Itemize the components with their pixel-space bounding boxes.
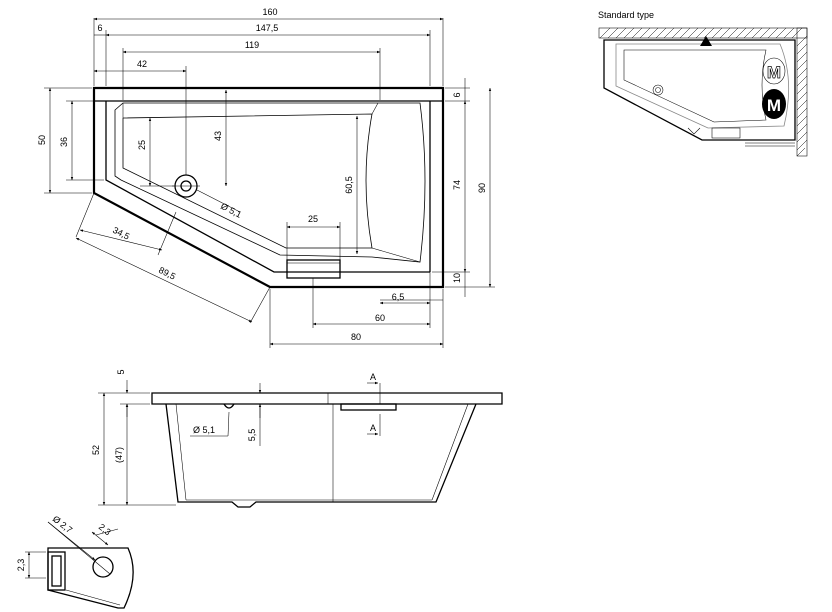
installed-tub xyxy=(603,39,796,141)
svg-text:M: M xyxy=(767,96,781,115)
dim-rim-top: 6 xyxy=(452,92,462,97)
dim-detail-height: 2,3 xyxy=(16,559,26,572)
dim-basin-length: 119 xyxy=(245,40,259,50)
dim-side-drain-diameter: Ø 5,1 xyxy=(193,425,215,435)
dim-drain-x: 42 xyxy=(137,59,147,69)
dim-inner-length: 147,5 xyxy=(256,23,279,33)
dim-total-length: 160 xyxy=(262,7,277,17)
dim-width-left: 50 xyxy=(37,135,47,145)
dim-inner-width: 74 xyxy=(452,180,462,190)
dim-detail-diameter: Ø 2,7 xyxy=(51,514,75,535)
dim-bottom-total: 80 xyxy=(351,332,361,342)
standard-type-label: Standard type xyxy=(598,10,654,20)
overflow-panel xyxy=(286,259,341,279)
dim-side-drain-offset: 5,5 xyxy=(247,429,257,442)
detail-section xyxy=(47,547,134,609)
standard-type-view: Standard type xyxy=(598,10,808,157)
wall-hatch xyxy=(598,27,808,157)
dim-right-offset: 6,5 xyxy=(392,292,405,302)
svg-text:M: M xyxy=(767,63,781,82)
m-logo-filled-icon: M xyxy=(762,89,786,119)
dim-bottom-inner: 60 xyxy=(375,313,385,323)
dim-offset-left: 6 xyxy=(97,23,102,33)
dim-diag-short: 34,5 xyxy=(111,225,131,242)
side-view: A A 5 52 (47) Ø 5,1 5,5 xyxy=(91,369,503,508)
dim-side-rim: 5 xyxy=(116,369,126,374)
dim-total-width: 90 xyxy=(477,183,487,193)
dim-drain-depth: 43 xyxy=(213,131,223,141)
dim-drain-y: 25 xyxy=(137,140,147,150)
detail-view: Ø 2,7 2,3 2,3 xyxy=(16,514,134,609)
section-a-bottom: A xyxy=(370,423,376,433)
dim-rim-bottom: 10 xyxy=(452,273,462,283)
installed-marker-icon xyxy=(700,36,712,46)
top-view: 160 6 147,5 119 42 50 36 25 43 60,5 xyxy=(37,7,495,348)
basin-outline xyxy=(114,102,426,263)
m-logo-outline-icon: M xyxy=(762,57,786,85)
dim-side-inner-height: (47) xyxy=(114,447,124,463)
dim-panel: 25 xyxy=(308,214,318,224)
side-body xyxy=(165,403,477,508)
dim-basin-depth: 60,5 xyxy=(344,176,354,194)
dim-detail-offset: 2,3 xyxy=(97,522,113,538)
dim-side-height: 52 xyxy=(91,445,101,455)
tub-outline xyxy=(92,86,445,289)
dim-basin-left: 36 xyxy=(59,137,69,147)
section-a-top: A xyxy=(370,372,376,382)
dim-diag-long: 89,5 xyxy=(157,265,177,282)
side-rim xyxy=(151,392,503,405)
